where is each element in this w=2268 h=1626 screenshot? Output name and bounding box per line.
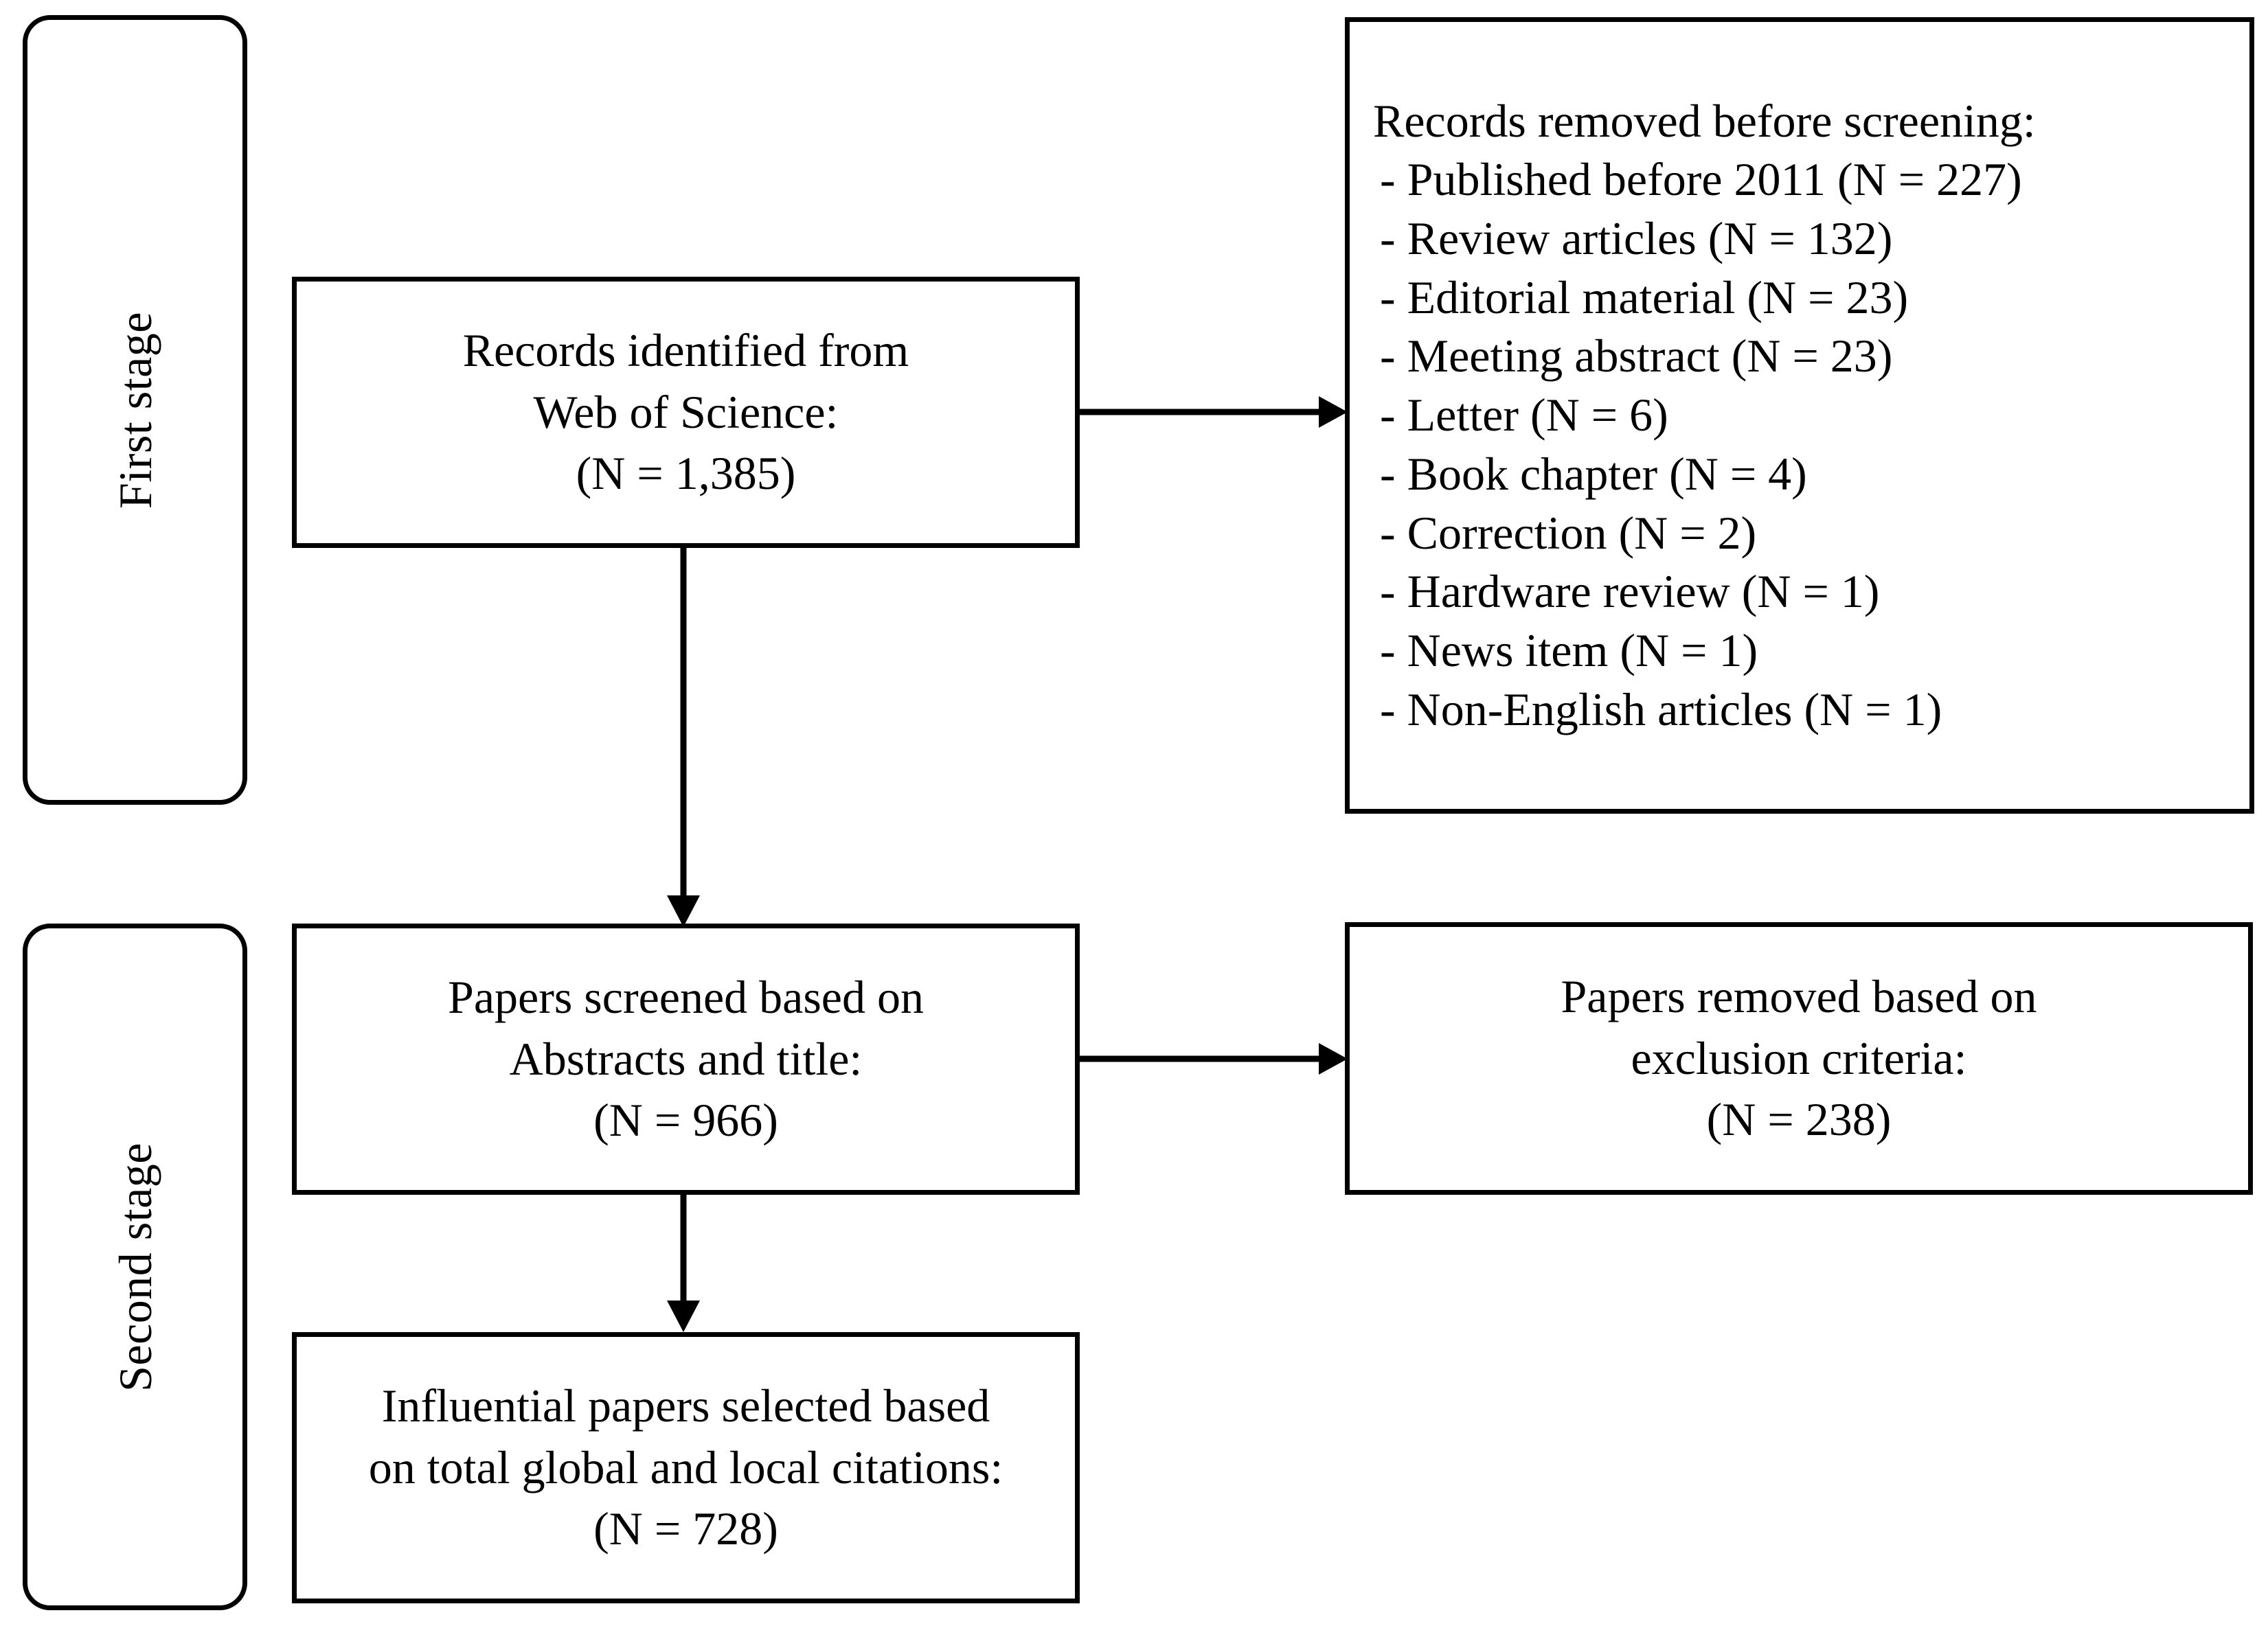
exclusion-list-item: - Editorial material (N = 23) [1380,271,1909,323]
stage-rail-first: First stage [23,15,247,805]
exclusion-list-item: - Review articles (N = 132) [1380,212,1893,265]
box-papers-removed-exclusion: Papers removed based on exclusion criter… [1345,922,2253,1195]
box-papers-screened-line-3: (N = 966) [593,1094,778,1147]
box-influential-papers-line-3: (N = 728) [593,1502,778,1555]
exclusion-list-item: - Published before 2011 (N = 227) [1380,153,2022,206]
arrow-identified-to-removed-before-screening [1080,385,1348,439]
exclusion-list-item: - Non-English articles (N = 1) [1380,683,1942,735]
box-papers-removed-exclusion-line-1: Papers removed based on [1561,970,2037,1022]
box-records-identified-line-2: Web of Science: [533,385,839,438]
exclusion-list-item: - Letter (N = 6) [1380,389,1668,442]
box-influential-papers-line-1: Influential papers selected based [381,1379,990,1432]
box-papers-screened-line-1: Papers screened based on [448,970,924,1023]
stage-label-first: First stage [109,311,161,509]
arrow-screened-to-removed-exclusion [1080,1031,1348,1086]
exclusion-list-heading: Records removed before screening: [1373,94,2036,147]
box-records-identified: Records identified from Web of Science: … [292,277,1080,548]
stage-label-second: Second stage [109,1142,161,1392]
box-papers-removed-exclusion-line-2: exclusion criteria: [1631,1031,1967,1084]
box-papers-removed-exclusion-line-3: (N = 238) [1706,1093,1892,1146]
arrow-identified-to-screened [656,548,711,927]
box-records-identified-line-1: Records identified from [462,323,909,376]
exclusion-list-item: - Meeting abstract (N = 23) [1380,330,1893,382]
exclusion-list-item: - Book chapter (N = 4) [1380,447,1807,500]
box-records-removed-before-screening: Records removed before screening: - Publ… [1345,17,2254,814]
box-records-identified-line-3: (N = 1,385) [576,447,796,500]
box-influential-papers-selected: Influential papers selected based on tot… [292,1332,1080,1603]
box-influential-papers-line-2: on total global and local citations: [368,1441,1003,1493]
box-papers-screened-line-2: Abstracts and title: [509,1032,863,1085]
stage-rail-second: Second stage [23,924,247,1610]
exclusion-list-item: - News item (N = 1) [1380,623,1758,676]
arrow-screened-to-selected [656,1195,711,1332]
exclusion-list-item: - Hardware review (N = 1) [1380,565,1880,618]
box-papers-screened: Papers screened based on Abstracts and t… [292,924,1080,1195]
exclusion-list-item: - Correction (N = 2) [1380,506,1757,559]
